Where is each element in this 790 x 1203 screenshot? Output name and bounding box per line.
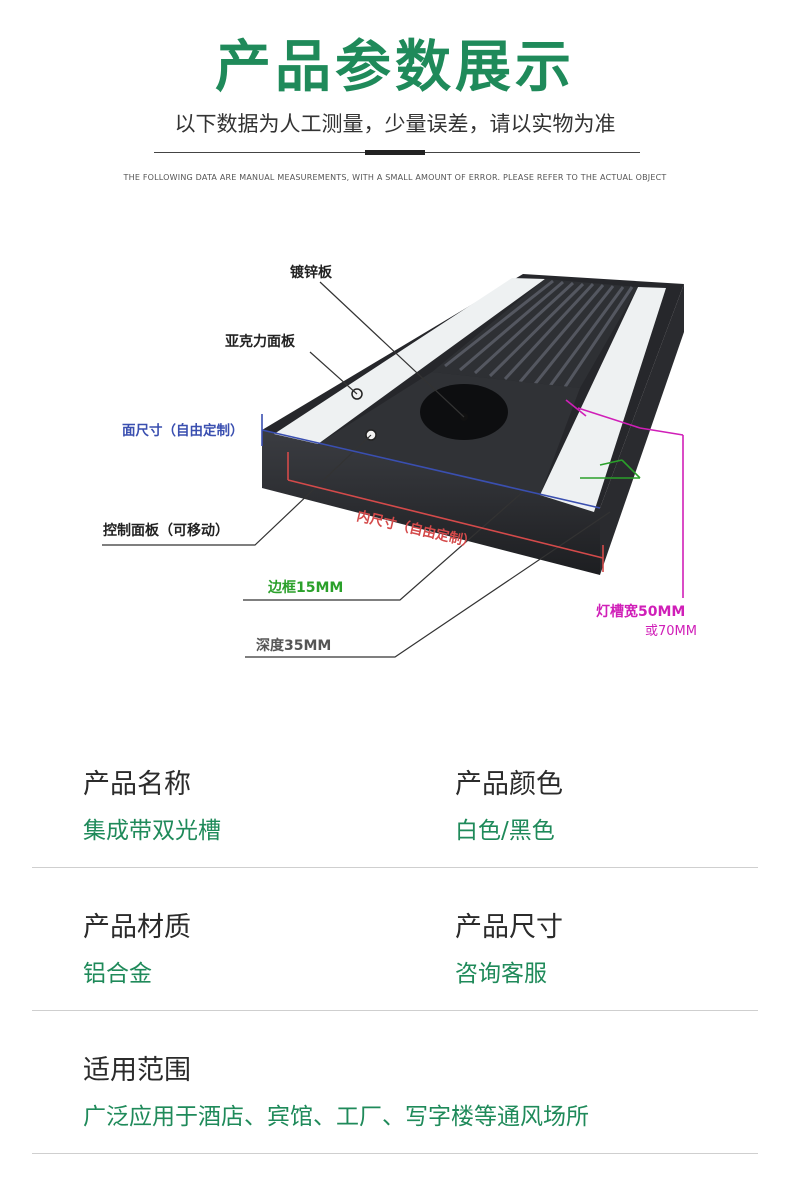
english-note: THE FOLLOWING DATA ARE MANUAL MEASUREMEN… [123,173,667,182]
spec-value-size: 咨询客服 [455,961,547,987]
spec-label-color: 产品颜色 [455,769,563,800]
product-front-side [262,430,600,575]
grille-slats [444,279,634,388]
page-subtitle: 以下数据为人工测量，少量误差，请以实物为准 [174,112,616,136]
spec-value-color: 白色/黑色 [455,818,555,844]
spec-value-material: 铝合金 [83,961,152,987]
leader-lines [102,281,611,658]
label-galvanized: 镀锌板 [290,264,333,281]
label-control-panel: 控制面板（可移动） [103,522,229,539]
inner-size-bracket [287,452,604,572]
product-right-side [600,284,684,575]
header-divider-accent [365,150,425,155]
spec-divider [32,1153,758,1154]
spec-label-name: 产品名称 [83,769,191,800]
spec-label-material: 产品材质 [83,912,191,943]
face-size-bracket [261,414,601,509]
page-title: 产品参数展示 [215,35,575,100]
label-depth: 深度35MM [256,637,331,654]
label-slot-alt: 或70MM [645,624,697,639]
spec-divider [32,1010,758,1011]
spec-label-application: 适用范围 [83,1055,191,1086]
label-acrylic: 亚克力面板 [225,333,296,350]
acrylic-strip-right [540,287,666,512]
spec-label-size: 产品尺寸 [455,912,563,943]
label-slot-width: 灯槽宽50MM [596,603,685,620]
label-face-size: 面尺寸（自由定制） [122,422,244,439]
spec-divider [32,867,758,868]
label-frame: 边框15MM [267,579,343,596]
product-diagram: 镀锌板 亚克力面板 面尺寸（自由定制） 控制面板（可移动） 内尺寸（自由定制） … [102,264,697,658]
panel-opening [420,384,508,440]
frame-bracket [580,459,641,479]
spec-value-application: 广泛应用于酒店、宾馆、工厂、写字楼等通风场所 [83,1104,589,1130]
acrylic-strip-left [274,278,545,444]
slot-width-bracket [565,399,684,598]
spec-value-name: 集成带双光槽 [83,818,221,844]
